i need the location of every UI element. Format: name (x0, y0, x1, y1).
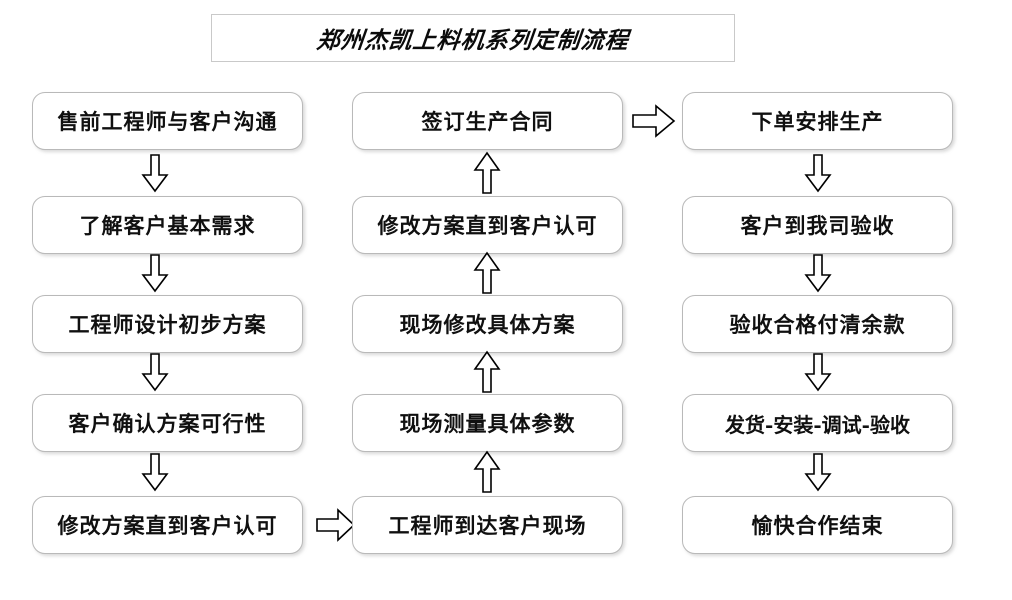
down-arrow-right-2 (804, 254, 832, 293)
down-arrow-left-3 (141, 353, 169, 392)
node-middle-1[interactable]: 签订生产合同 (352, 92, 623, 150)
node-middle-4[interactable]: 现场测量具体参数 (352, 394, 623, 452)
node-left-4[interactable]: 客户确认方案可行性 (32, 394, 303, 452)
node-right-3-label: 验收合格付清余款 (729, 312, 906, 337)
node-left-4-label: 客户确认方案可行性 (68, 411, 267, 436)
node-right-4-label: 发货-安装-调试-验收 (725, 412, 910, 437)
node-right-3[interactable]: 验收合格付清余款 (682, 295, 953, 353)
node-left-5-label: 修改方案直到客户认可 (57, 513, 278, 538)
node-middle-5-label: 工程师到达客户现场 (388, 513, 587, 538)
node-left-3-label: 工程师设计初步方案 (68, 312, 267, 337)
node-right-4[interactable]: 发货-安装-调试-验收 (682, 394, 953, 452)
node-middle-4-label: 现场测量具体参数 (399, 411, 576, 436)
node-left-1[interactable]: 售前工程师与客户沟通 (32, 92, 303, 150)
right-arrow-left-to-middle (316, 508, 356, 542)
node-left-5[interactable]: 修改方案直到客户认可 (32, 496, 303, 554)
node-middle-1-label: 签订生产合同 (421, 109, 554, 134)
node-left-3[interactable]: 工程师设计初步方案 (32, 295, 303, 353)
chart-title-text: 郑州杰凯上料机系列定制流程 (315, 27, 631, 54)
node-right-1-label: 下单安排生产 (751, 109, 884, 134)
down-arrow-right-1 (804, 154, 832, 193)
node-left-2-label: 了解客户基本需求 (79, 213, 256, 238)
node-left-2[interactable]: 了解客户基本需求 (32, 196, 303, 254)
down-arrow-right-3 (804, 353, 832, 392)
node-middle-2[interactable]: 修改方案直到客户认可 (352, 196, 623, 254)
node-right-5-label: 愉快合作结束 (751, 513, 884, 538)
up-arrow-middle-3 (473, 350, 501, 393)
node-middle-3[interactable]: 现场修改具体方案 (352, 295, 623, 353)
node-right-2[interactable]: 客户到我司验收 (682, 196, 953, 254)
up-arrow-middle-4 (473, 450, 501, 493)
up-arrow-middle-2 (473, 251, 501, 294)
node-left-1-label: 售前工程师与客户沟通 (57, 109, 278, 134)
right-arrow-middle-to-right (632, 104, 676, 138)
node-right-2-label: 客户到我司验收 (740, 213, 895, 238)
up-arrow-middle-1 (473, 151, 501, 194)
node-right-5[interactable]: 愉快合作结束 (682, 496, 953, 554)
down-arrow-left-1 (141, 154, 169, 193)
node-middle-5[interactable]: 工程师到达客户现场 (352, 496, 623, 554)
chart-title-box: 郑州杰凯上料机系列定制流程 (211, 14, 735, 62)
node-middle-3-label: 现场修改具体方案 (399, 312, 576, 337)
node-right-1[interactable]: 下单安排生产 (682, 92, 953, 150)
down-arrow-left-4 (141, 453, 169, 492)
node-middle-2-label: 修改方案直到客户认可 (377, 213, 598, 238)
down-arrow-left-2 (141, 254, 169, 293)
down-arrow-right-4 (804, 453, 832, 492)
